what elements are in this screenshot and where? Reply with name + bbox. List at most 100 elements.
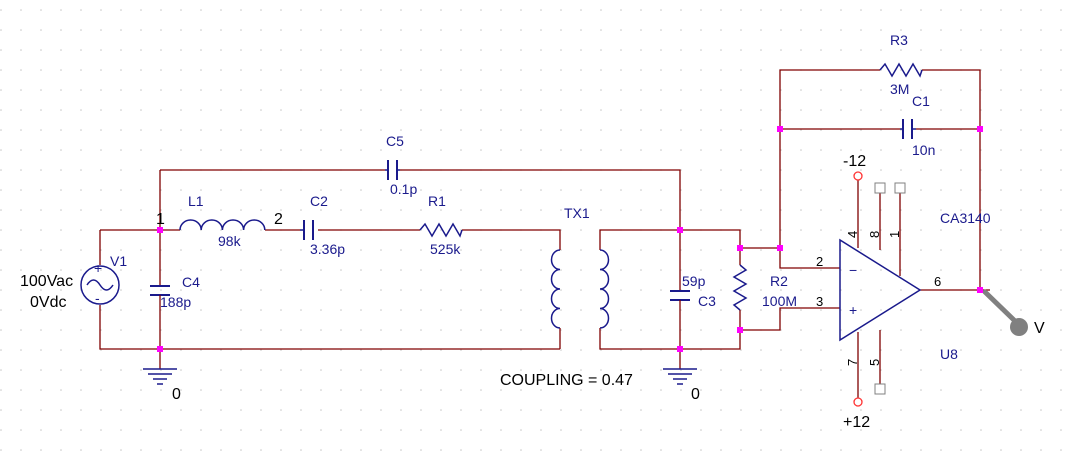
supply-terminals: -12 +12 bbox=[843, 153, 906, 431]
junction-dot bbox=[737, 327, 743, 333]
resistor-icon bbox=[732, 264, 748, 311]
ground-icon bbox=[663, 368, 697, 385]
junction-dot bbox=[977, 287, 983, 293]
junctions bbox=[157, 126, 983, 352]
capacitor-c4[interactable]: C4 188p bbox=[150, 274, 200, 310]
wire-fb-right bbox=[922, 69, 981, 290]
pin-6-label: 6 bbox=[934, 274, 941, 289]
sine-wave-icon bbox=[86, 279, 114, 291]
resistor-r3[interactable]: R3 3M bbox=[879, 32, 923, 97]
opamp-u8[interactable]: − + 2 3 6 4 8 1 7 5 CA3140 U8 bbox=[816, 210, 991, 366]
tx1-name: TX1 bbox=[564, 205, 590, 221]
voltage-probe[interactable]: V bbox=[982, 289, 1045, 337]
supply-pos-label: +12 bbox=[843, 414, 870, 431]
pin-3-label: 3 bbox=[816, 294, 823, 309]
opamp-plus-sign: + bbox=[849, 302, 857, 318]
wire-noninverting bbox=[740, 307, 840, 331]
ground-1-label: 0 bbox=[172, 386, 181, 403]
pin1-unconnected-box[interactable] bbox=[894, 182, 906, 194]
capacitor-c1[interactable]: C1 10n bbox=[900, 93, 935, 158]
junction-dot bbox=[677, 346, 683, 352]
c1-name: C1 bbox=[912, 93, 930, 109]
pin-5-label: 5 bbox=[867, 359, 882, 366]
pin-4-label: 4 bbox=[845, 231, 860, 238]
r1-name: R1 bbox=[428, 193, 446, 209]
r3-name: R3 bbox=[890, 32, 908, 48]
wire-fb-left bbox=[779, 69, 880, 248]
c2-name: C2 bbox=[310, 193, 328, 209]
secondary-coil-icon bbox=[599, 249, 610, 329]
resistor-r2[interactable]: R2 100M bbox=[732, 264, 797, 311]
l1-value: 98k bbox=[218, 233, 242, 249]
c3-value: 59p bbox=[682, 273, 706, 289]
r2-value: 100M bbox=[762, 293, 797, 309]
plus-sign: + bbox=[94, 260, 102, 276]
supply-neg-label: -12 bbox=[843, 153, 866, 170]
wire-bottom-left bbox=[99, 305, 560, 350]
inductor-icon bbox=[179, 219, 266, 231]
ground-icon bbox=[143, 368, 177, 385]
source-v1[interactable]: + - V1 100Vac 0Vdc bbox=[20, 253, 127, 311]
ac-source-icon bbox=[80, 265, 120, 305]
c2-value: 3.36p bbox=[310, 241, 345, 257]
wire-c5-right bbox=[400, 169, 681, 290]
resistor-icon bbox=[879, 62, 923, 78]
supply-pos-terminal[interactable] bbox=[853, 397, 863, 407]
l1-name: L1 bbox=[188, 193, 204, 209]
pin-7-label: 7 bbox=[845, 359, 860, 366]
opamp-triangle-icon bbox=[839, 238, 922, 342]
transformer-tx1[interactable]: TX1 COUPLING = 0.47 bbox=[500, 205, 633, 389]
c1-value: 10n bbox=[912, 142, 935, 158]
junction-dot bbox=[777, 126, 783, 132]
capacitor-c2[interactable]: C2 3.36p bbox=[300, 193, 345, 257]
junction-dot bbox=[157, 346, 163, 352]
pin-8-label: 8 bbox=[867, 231, 882, 238]
junction-dot bbox=[737, 245, 743, 251]
resistor-icon bbox=[419, 222, 463, 238]
probe-tip-icon bbox=[1010, 318, 1028, 336]
ground-2-label: 0 bbox=[691, 386, 700, 403]
supply-neg-terminal[interactable] bbox=[853, 171, 863, 181]
c5-name: C5 bbox=[386, 133, 404, 149]
pin8-unconnected-box[interactable] bbox=[874, 182, 886, 194]
probe-stem-icon bbox=[982, 289, 1019, 325]
ground-1[interactable]: 0 bbox=[143, 349, 181, 403]
c5-value: 0.1p bbox=[390, 181, 417, 197]
wire-r1-tx bbox=[462, 229, 561, 250]
r2-name: R2 bbox=[770, 273, 788, 289]
primary-coil-icon bbox=[550, 249, 561, 329]
opamp-minus-sign: − bbox=[849, 262, 857, 278]
probe-label: V bbox=[1034, 320, 1045, 337]
inductor-l1[interactable]: L1 98k bbox=[179, 193, 266, 249]
v1-name: V1 bbox=[110, 253, 127, 269]
minus-sign: - bbox=[95, 290, 100, 306]
node-1-label: 1 bbox=[156, 211, 165, 228]
c3-name: C3 bbox=[698, 293, 716, 309]
junction-dot bbox=[677, 227, 683, 233]
v1-ac-value: 100Vac bbox=[20, 273, 73, 290]
v1-dc-value: 0Vdc bbox=[30, 294, 66, 311]
junction-dot bbox=[157, 227, 163, 233]
wires bbox=[99, 69, 990, 398]
node-2-label: 2 bbox=[274, 211, 283, 228]
junction-dot bbox=[777, 245, 783, 251]
u8-part: CA3140 bbox=[940, 210, 991, 226]
resistor-r1[interactable]: R1 525k bbox=[419, 193, 463, 257]
pin-2-label: 2 bbox=[816, 254, 823, 269]
ground-2[interactable]: 0 bbox=[663, 349, 700, 403]
c4-name: C4 bbox=[182, 274, 200, 290]
c4-value: 188p bbox=[160, 294, 191, 310]
tx1-coupling: COUPLING = 0.47 bbox=[500, 372, 633, 389]
r3-value: 3M bbox=[890, 81, 909, 97]
capacitor-c5[interactable]: C5 0.1p bbox=[385, 133, 417, 197]
junction-dot bbox=[977, 126, 983, 132]
capacitor-c3[interactable]: 59p C3 bbox=[670, 273, 716, 309]
u8-name: U8 bbox=[940, 346, 958, 362]
wire-inverting bbox=[740, 247, 840, 269]
pin5-unconnected-box[interactable] bbox=[874, 383, 886, 395]
r1-value: 525k bbox=[430, 241, 461, 257]
pin-1-label: 1 bbox=[887, 231, 902, 238]
